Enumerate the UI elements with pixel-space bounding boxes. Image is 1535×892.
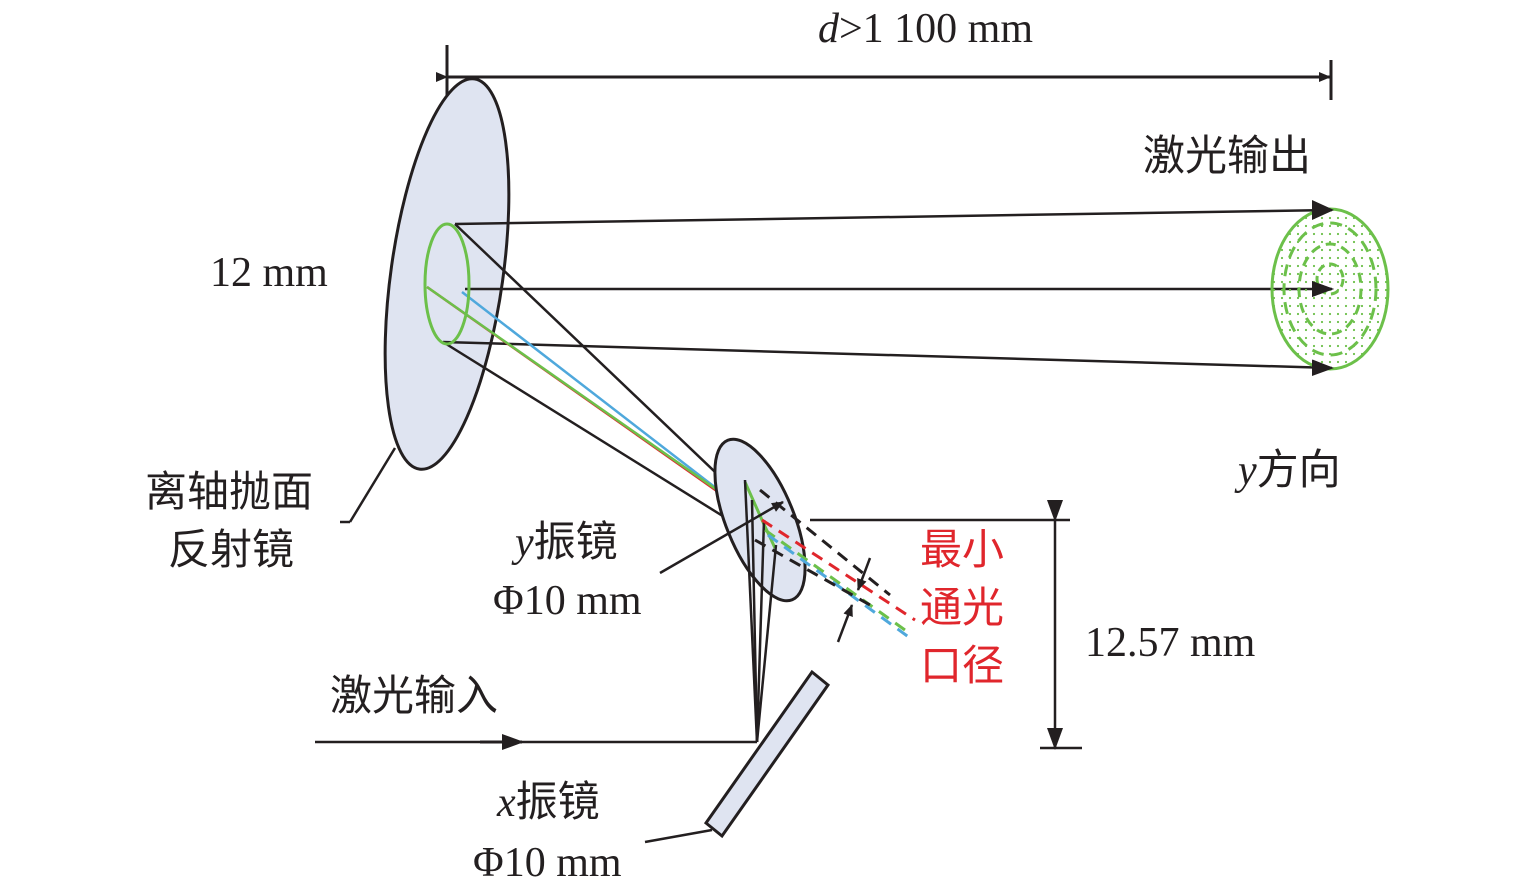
beam-footprint: [423, 222, 471, 346]
x-galvo-mirror: [703, 669, 831, 839]
min-aperture-3: 口径: [920, 644, 1005, 690]
distance-label: d>1 100 mm: [818, 8, 1033, 50]
mirror-label-1: 离轴抛面: [145, 470, 314, 516]
y-var: y: [515, 520, 534, 566]
min-aperture-1: 最小: [920, 528, 1005, 574]
y-dir-name: 方向: [1256, 448, 1341, 494]
y-galvo-label: y振镜: [515, 522, 618, 564]
x-galvo-diameter: Φ10 mm: [473, 840, 622, 886]
distance-value: >1 100 mm: [839, 6, 1034, 52]
distance-var: d: [818, 6, 839, 52]
y-dir-var: y: [1238, 448, 1257, 494]
height-label: 12.57 mm: [1085, 620, 1256, 666]
x-galvo-name: 振镜: [515, 780, 600, 826]
aperture-label: 12 mm: [210, 250, 328, 296]
y-galvo-mirror: [713, 437, 807, 603]
y-direction-label: y方向: [1238, 450, 1341, 492]
min-aperture-2: 通光: [920, 586, 1005, 632]
y-galvo-name: 振镜: [533, 520, 618, 566]
x-galvo-label: x振镜: [497, 782, 600, 824]
off-axis-parabolic-mirror: [383, 77, 511, 471]
laser-input-label: 激光输入: [330, 674, 499, 720]
mirror-label-2: 反射镜: [168, 528, 295, 574]
laser-output-label: 激光输出: [1143, 134, 1312, 180]
y-galvo-diameter: Φ10 mm: [493, 578, 642, 624]
x-var: x: [497, 780, 516, 826]
